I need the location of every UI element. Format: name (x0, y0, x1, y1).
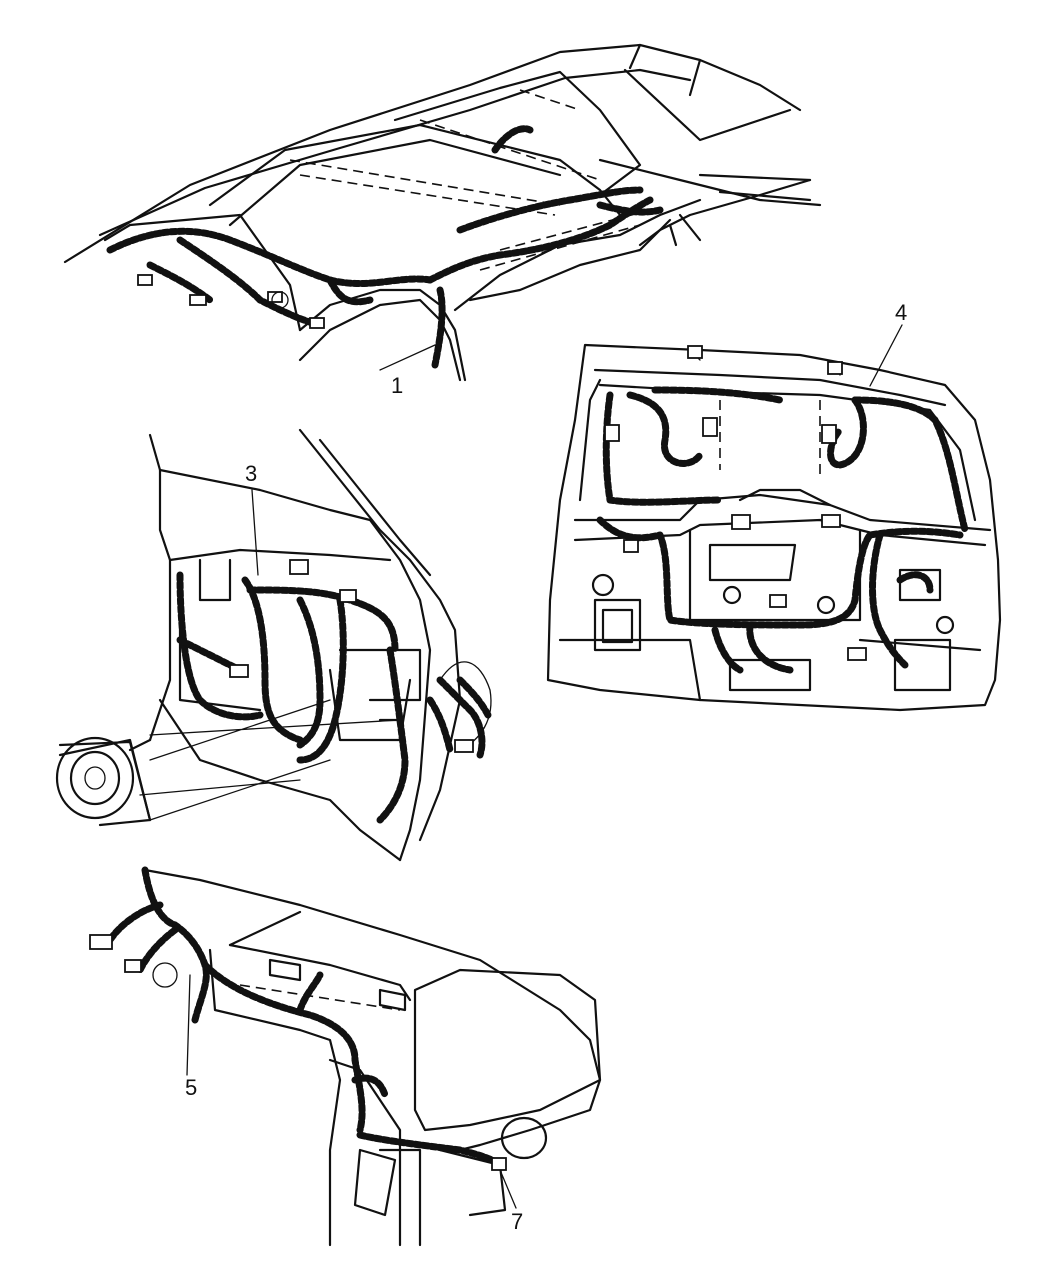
liftgate-harness-view (546, 324, 1002, 712)
rear-quarter-harness-view (89, 866, 602, 1247)
front-door-harness-view (55, 428, 492, 862)
roof-harness-view (63, 43, 822, 382)
callout-4: 4 (895, 300, 908, 325)
callout-7: 7 (511, 1209, 524, 1234)
callout-1: 1 (391, 373, 404, 398)
callout-5: 5 (185, 1075, 198, 1100)
callout-3: 3 (245, 461, 258, 486)
